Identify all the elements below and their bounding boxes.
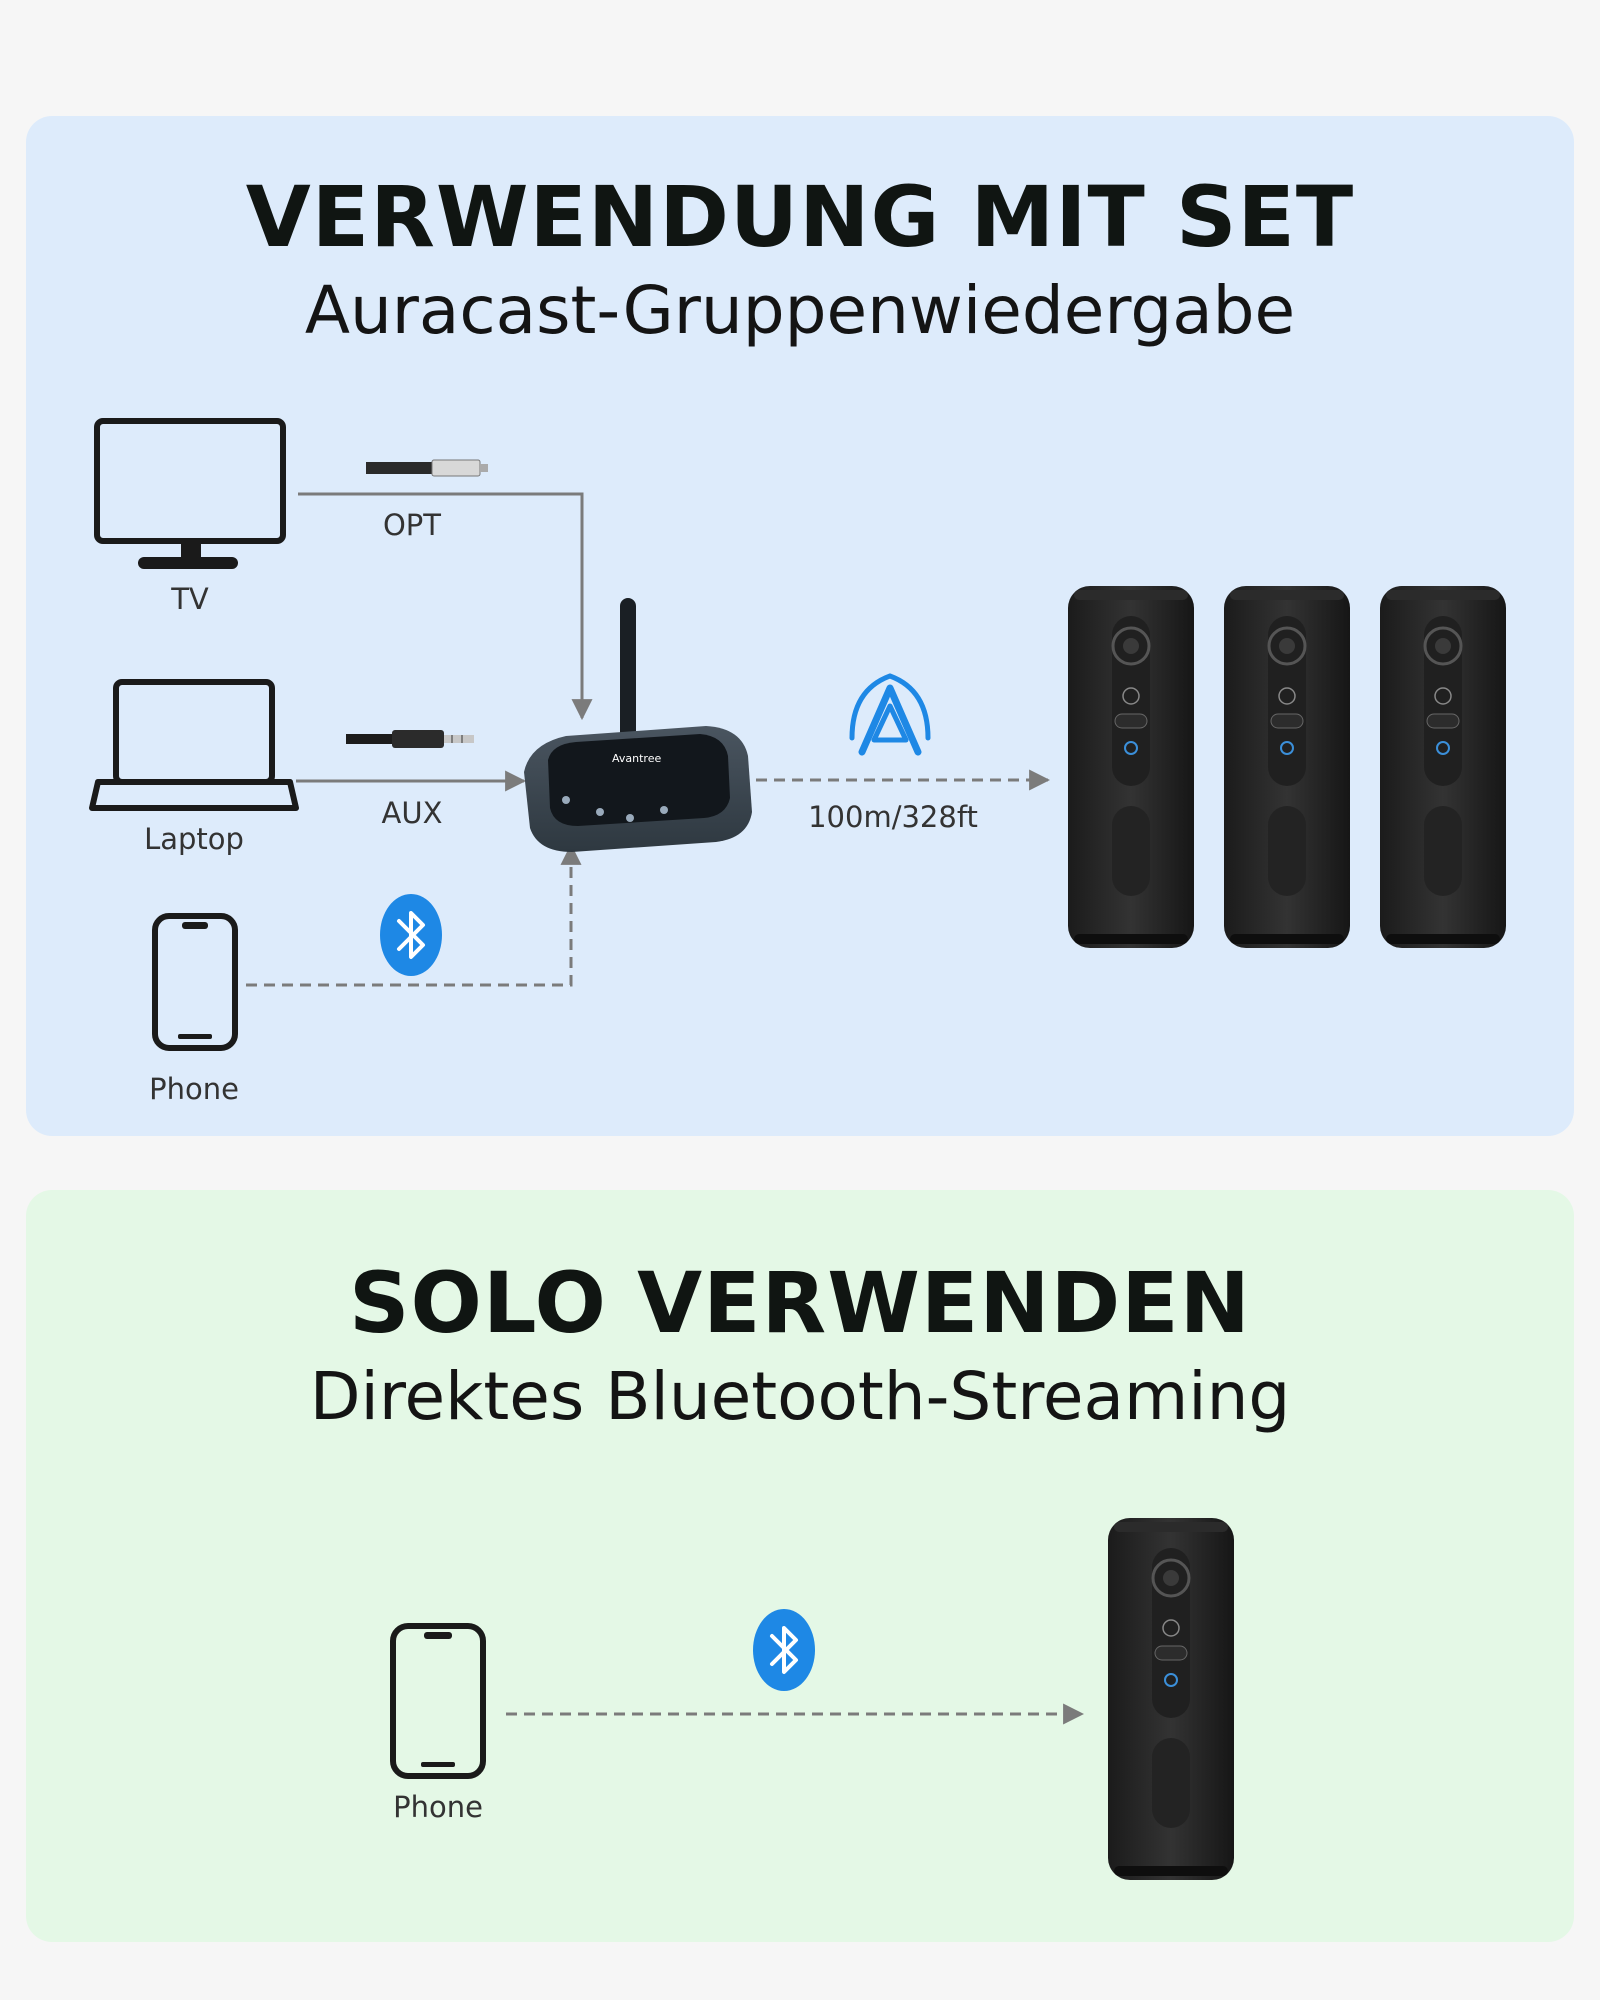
phone-label: Phone [149,1072,239,1106]
aux-label: AUX [381,796,443,830]
solo-phone-label: Phone [393,1790,483,1824]
laptop-label: Laptop [144,822,244,856]
connection-lines [246,492,1051,987]
phone-icon [390,1623,486,1779]
tv-label: TV [171,582,209,616]
solo-panel [26,1190,1574,1942]
group-section-title: VERWENDUNG MIT SET [245,168,1355,266]
group-section-subtitle: Auracast-Gruppenwiedergabe [304,272,1296,349]
auracast-icon [849,673,931,756]
transmitter-brand: Avantree [612,752,661,765]
speaker [1066,584,1196,950]
bluetooth-icon [751,1607,817,1693]
solo-section-title: SOLO VERWENDEN [349,1254,1251,1352]
speaker [1106,1516,1236,1882]
laptop-icon [89,679,299,811]
speaker [1378,584,1508,950]
speaker-group [1066,584,1508,950]
transmitter-icon: Avantree [524,598,752,852]
phone-icon [152,913,238,1051]
tv-icon [94,418,286,569]
bluetooth-icon [378,892,444,978]
optical-cable-icon [366,459,488,477]
range-label: 100m/328ft [808,800,978,834]
aux-cable-icon [346,730,474,748]
solo-section-subtitle: Direktes Bluetooth-Streaming [309,1358,1291,1435]
opt-label: OPT [382,508,442,542]
speaker [1222,584,1352,950]
